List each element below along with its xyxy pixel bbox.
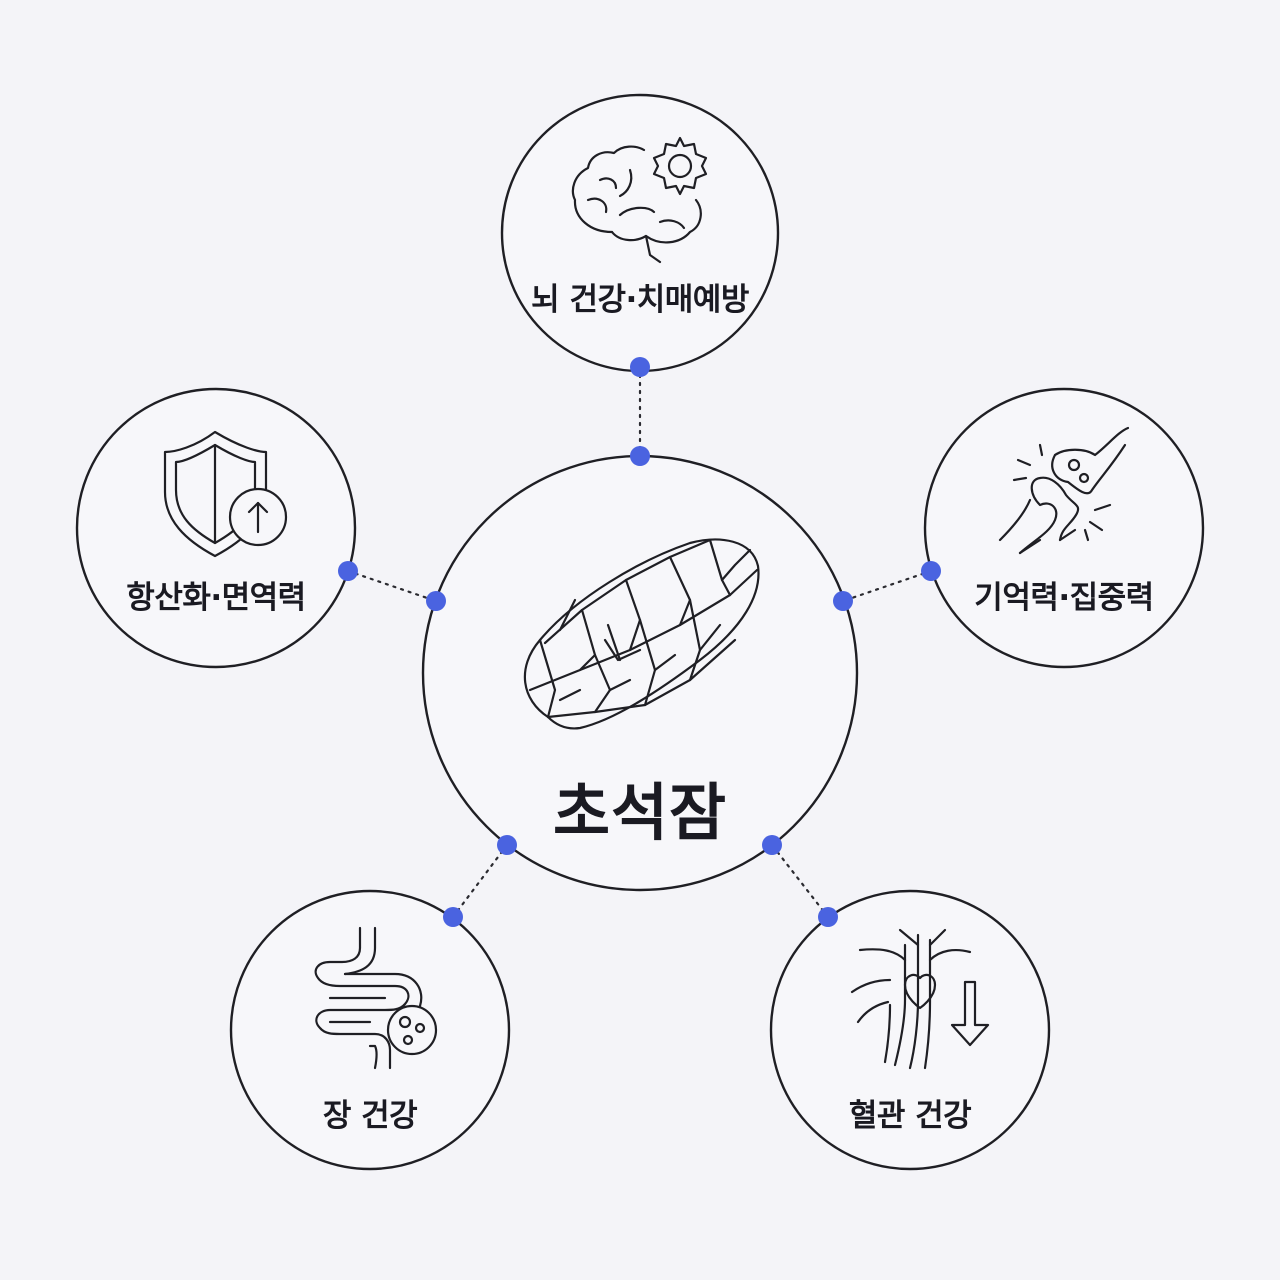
benefit-label-memory: 기억력·집중력 — [974, 580, 1154, 616]
neuron-synapse-icon — [998, 426, 1130, 555]
connector-dot — [630, 357, 650, 377]
benefit-label-intestine: 장 건강 — [322, 1098, 418, 1134]
center-title: 초석잠 — [552, 776, 728, 849]
connector-dot — [338, 561, 358, 581]
blood-vessel-heart-icon — [850, 928, 990, 1070]
node-vessel-circle — [769, 889, 1051, 1171]
connector-dot — [443, 907, 463, 927]
node-intestine-circle — [229, 889, 511, 1171]
connector-dot — [833, 591, 853, 611]
connector-intestine — [451, 843, 509, 919]
node-memory-circle — [923, 387, 1205, 669]
connector-dot — [762, 835, 782, 855]
connector-antioxidant — [346, 569, 438, 603]
connector-vessel — [770, 843, 830, 919]
connector-dot — [921, 561, 941, 581]
benefit-label-vessel: 혈관 건강 — [848, 1098, 972, 1134]
connector-dot — [818, 907, 838, 927]
intestine-icon — [314, 926, 438, 1070]
connector-memory — [841, 569, 933, 603]
connector-dot — [497, 835, 517, 855]
brain-gear-icon — [571, 136, 708, 264]
connector-dot — [630, 446, 650, 466]
chinese-artichoke-tuber-icon — [523, 538, 760, 730]
node-brain-circle — [500, 93, 780, 373]
connector-dot — [426, 591, 446, 611]
shield-up-icon — [163, 430, 288, 558]
benefit-label-brain: 뇌 건강·치매예방 — [531, 282, 749, 318]
benefit-label-antioxidant: 항산화·면역력 — [126, 580, 306, 616]
